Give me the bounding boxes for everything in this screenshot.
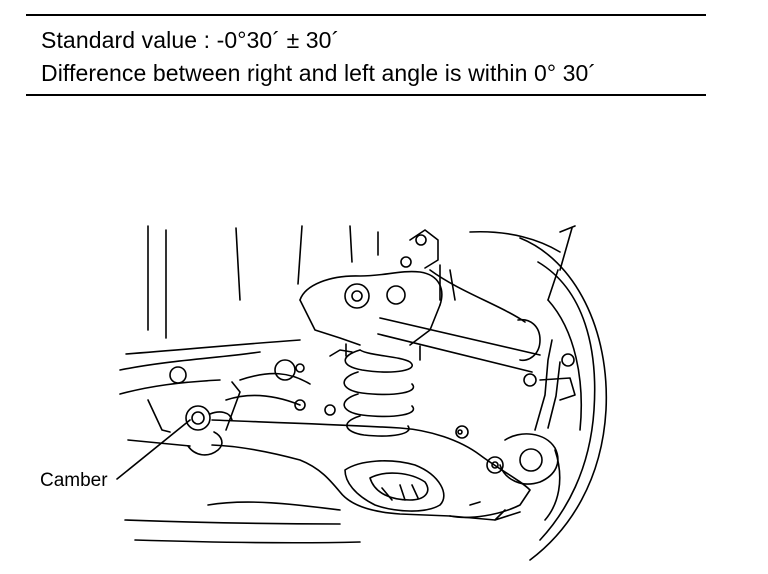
difference-tolerance-text: Difference between right and left angle … xyxy=(41,60,597,86)
vehicle-body-frame xyxy=(119,225,573,544)
upper-mount-bracket xyxy=(299,229,443,346)
camber-adjusting-bolt xyxy=(147,381,241,456)
top-rule xyxy=(26,14,706,16)
camber-callout-label: Camber xyxy=(40,470,108,491)
lateral-link xyxy=(377,264,541,373)
bottom-rule xyxy=(26,94,706,96)
standard-value-text: Standard value : -0°30´ ± 30´ xyxy=(41,27,340,53)
camber-leader-line xyxy=(116,419,191,480)
knuckle-and-hub xyxy=(455,339,576,485)
lower-control-arm xyxy=(211,419,531,521)
coil-spring xyxy=(343,343,421,437)
wheel-rim-outline xyxy=(469,225,608,561)
misc-fasteners xyxy=(169,349,353,416)
